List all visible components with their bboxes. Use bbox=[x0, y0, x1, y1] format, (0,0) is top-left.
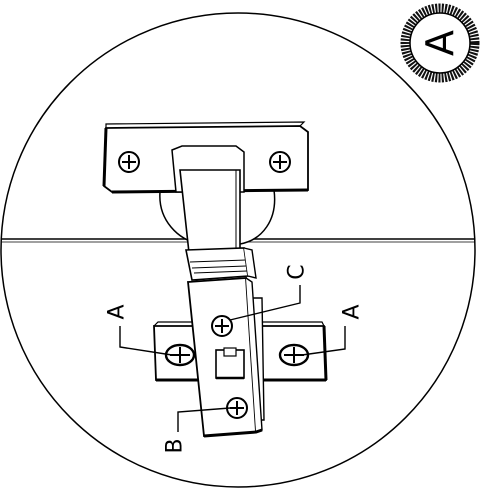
hinge-arm bbox=[179, 169, 257, 281]
callout-c: C bbox=[285, 264, 310, 279]
leader-lines bbox=[119, 285, 346, 432]
detail-badge: A bbox=[400, 3, 480, 83]
badge-letter: A bbox=[418, 30, 462, 56]
screw-a-right bbox=[278, 343, 310, 367]
screw-a-left bbox=[164, 343, 196, 367]
screw-plate-right bbox=[269, 151, 291, 173]
hinge-arm-body bbox=[187, 277, 263, 438]
screw-c bbox=[211, 315, 233, 337]
callout-a-left: A bbox=[105, 304, 130, 319]
screw-plate-left bbox=[118, 151, 140, 173]
callout-b: B bbox=[163, 438, 188, 453]
callout-a-right: A bbox=[340, 304, 365, 319]
